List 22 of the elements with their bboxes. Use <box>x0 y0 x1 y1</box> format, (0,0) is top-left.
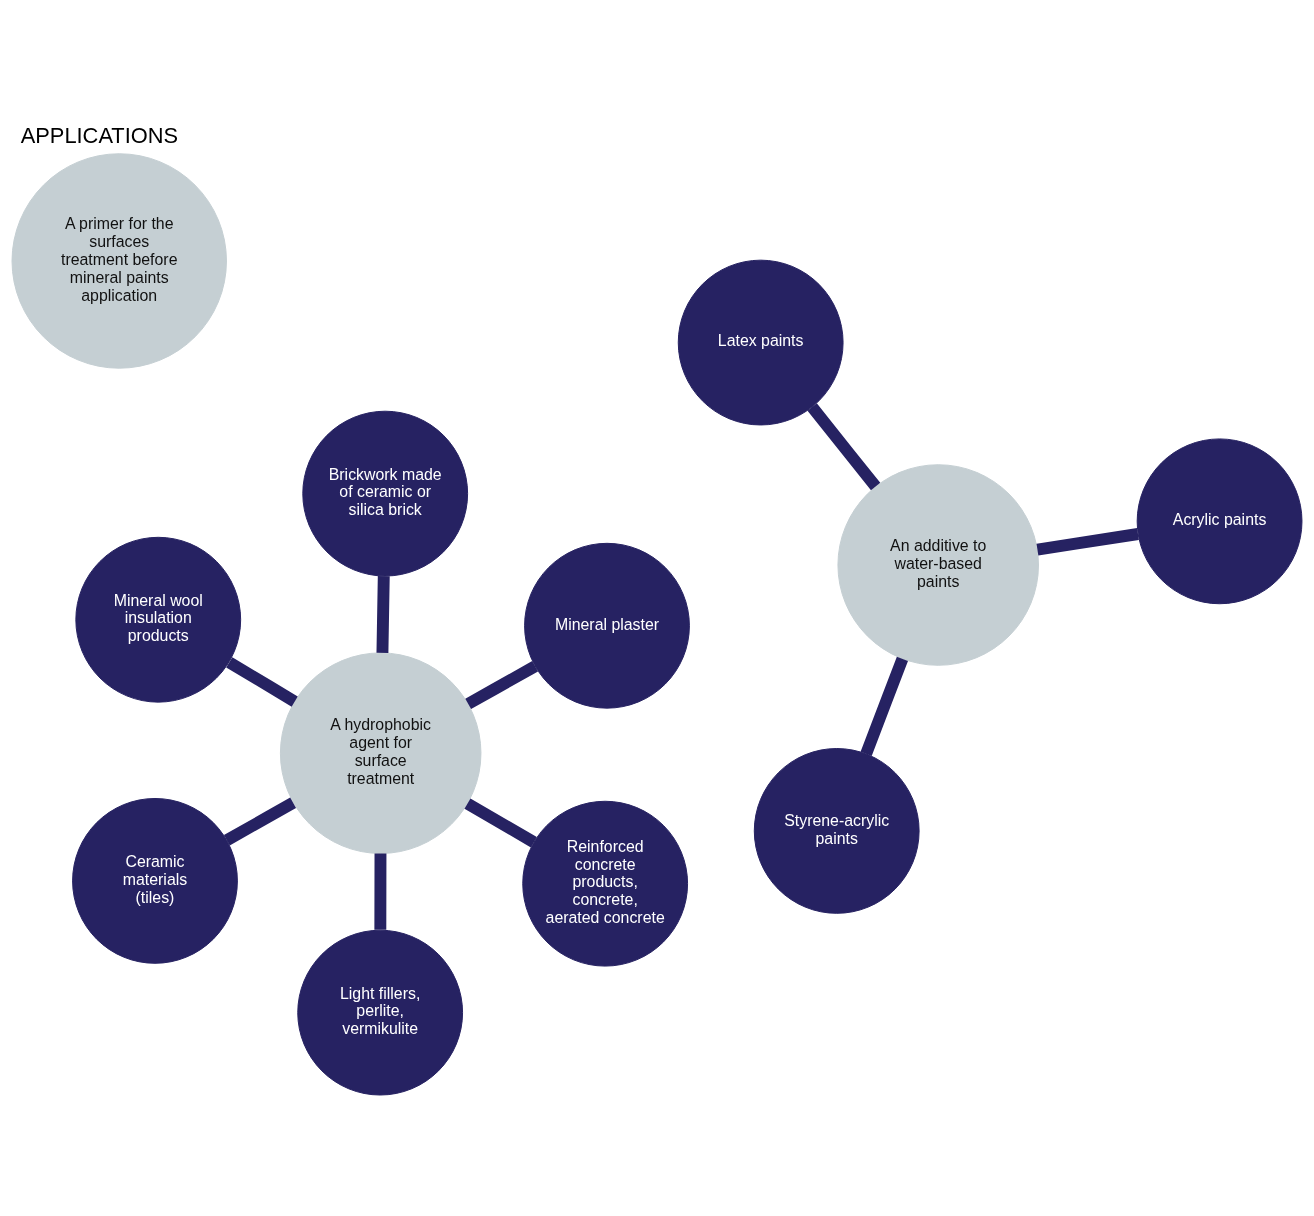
connector <box>807 402 881 490</box>
connector <box>464 798 537 847</box>
diagram-title: APPLICATIONS <box>20 122 179 148</box>
connector <box>860 656 908 756</box>
connector <box>376 575 390 653</box>
node-circle: Acrylic paints <box>1136 437 1303 604</box>
node-circle: A primer for the surfaces treatment before mineral paints application <box>11 152 227 369</box>
connector <box>465 660 539 709</box>
node-circle: Mineral plaster <box>524 542 690 709</box>
node-circle: Mineral wool insulation products <box>75 536 242 703</box>
node-circle: Styrene-acrylic paints <box>753 747 920 914</box>
node-circle: Latex paints <box>677 259 844 425</box>
connector <box>226 656 298 707</box>
node-circle: Ceramic materials (tiles) <box>72 797 238 964</box>
node-circle: Light fillers, perlite, vermikulite <box>297 929 464 1096</box>
node-circle: An additive to water-based paints <box>837 463 1039 666</box>
connector <box>223 797 297 845</box>
node-circle: Reinforced concrete products, concrete, aerated concrete <box>522 800 689 967</box>
connector <box>1036 527 1139 555</box>
node-circle: A hydrophobic agent for surface treatment <box>279 651 482 854</box>
connector <box>374 853 387 930</box>
node-circle: Brickwork made of ceramic or silica brick <box>302 410 469 577</box>
